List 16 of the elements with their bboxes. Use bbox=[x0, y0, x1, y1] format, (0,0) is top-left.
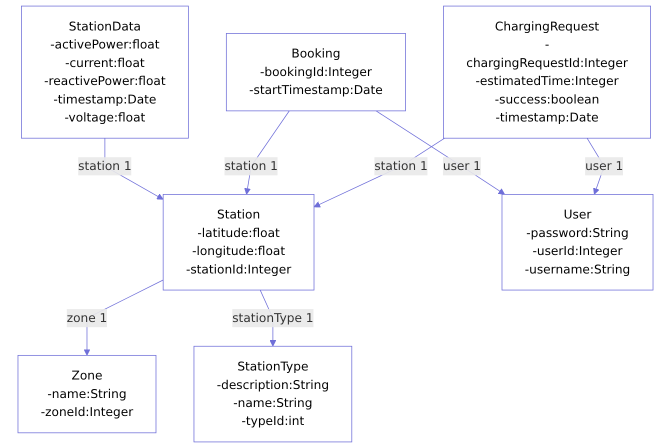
node-box: StationType -description:String -name:String -typeId:int bbox=[194, 346, 352, 442]
node-box: Booking -bookingId:Integer -startTimestamp:Date bbox=[226, 33, 406, 112]
edge-label: station 1 bbox=[224, 158, 278, 174]
edge-label: zone 1 bbox=[66, 310, 108, 325]
edge-label: user 1 bbox=[585, 158, 624, 174]
arrow bbox=[376, 110, 505, 195]
edge-label: station 1 bbox=[374, 158, 428, 174]
edge-label: stationType 1 bbox=[232, 310, 314, 325]
edge-label: user 1 bbox=[442, 158, 481, 174]
arrow bbox=[314, 138, 445, 208]
node-box: User -password:String -userId:Integer -username:String bbox=[502, 194, 654, 290]
node-box: StationData -activePower:float -current:float -reactivePower:float -timestamp:Date -voltage:float bbox=[21, 6, 189, 139]
edge-label: station 1 bbox=[78, 158, 132, 174]
node-box: ChargingRequest -chargingRequestId:Integer -estimatedTime:Integer -success:boolean -timestamp:Date bbox=[443, 6, 651, 139]
node-box: Zone -name:String -zoneId:Integer bbox=[18, 354, 156, 434]
node-box: Station -latitude:float -longitude:float -stationId:Integer bbox=[162, 194, 314, 290]
